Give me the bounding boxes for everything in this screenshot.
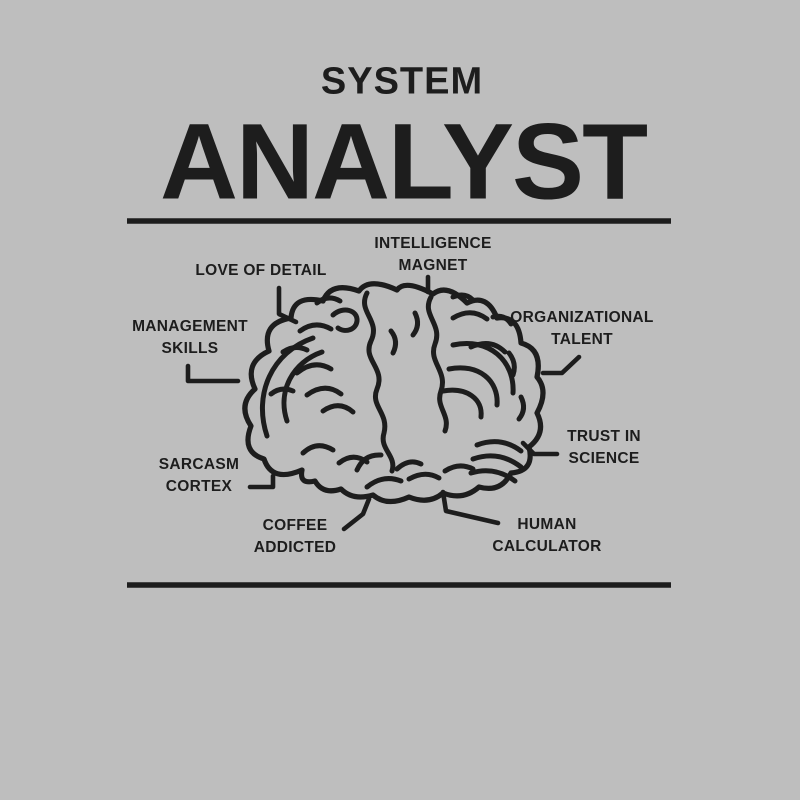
callout-trust-in-science-line	[520, 440, 560, 457]
callout-sarcasm-cortex-line	[247, 473, 276, 490]
label-coffee-addicted: COFFEE ADDICTED	[253, 517, 337, 556]
callout-love-of-detail-line	[276, 285, 299, 325]
callout-management-skills-line	[185, 363, 241, 384]
brain-gyri-icon	[260, 290, 527, 490]
label-management-skills: MANAGEMENT SKILLS	[132, 318, 248, 357]
label-love-of-detail: LOVE OF DETAIL	[195, 262, 327, 279]
callout-human-calculator-line	[440, 489, 501, 526]
label-organizational-talent: ORGANIZATIONAL TALENT	[510, 309, 654, 348]
title-system: SYSTEM	[320, 60, 484, 103]
title-analyst: ANALYST	[159, 100, 648, 222]
callout-coffee-addicted-line	[341, 496, 372, 532]
brain-outline-icon	[242, 281, 546, 505]
callout-organizational-talent-line	[540, 354, 582, 376]
label-human-calculator: HUMAN CALCULATOR	[492, 516, 602, 555]
label-trust-in-science: TRUST IN SCIENCE	[567, 428, 641, 467]
label-sarcasm-cortex: SARCASM CORTEX	[158, 456, 240, 495]
label-intelligence-magnet: INTELLIGENCE MAGNET	[374, 235, 492, 274]
callout-lines	[185, 274, 582, 532]
